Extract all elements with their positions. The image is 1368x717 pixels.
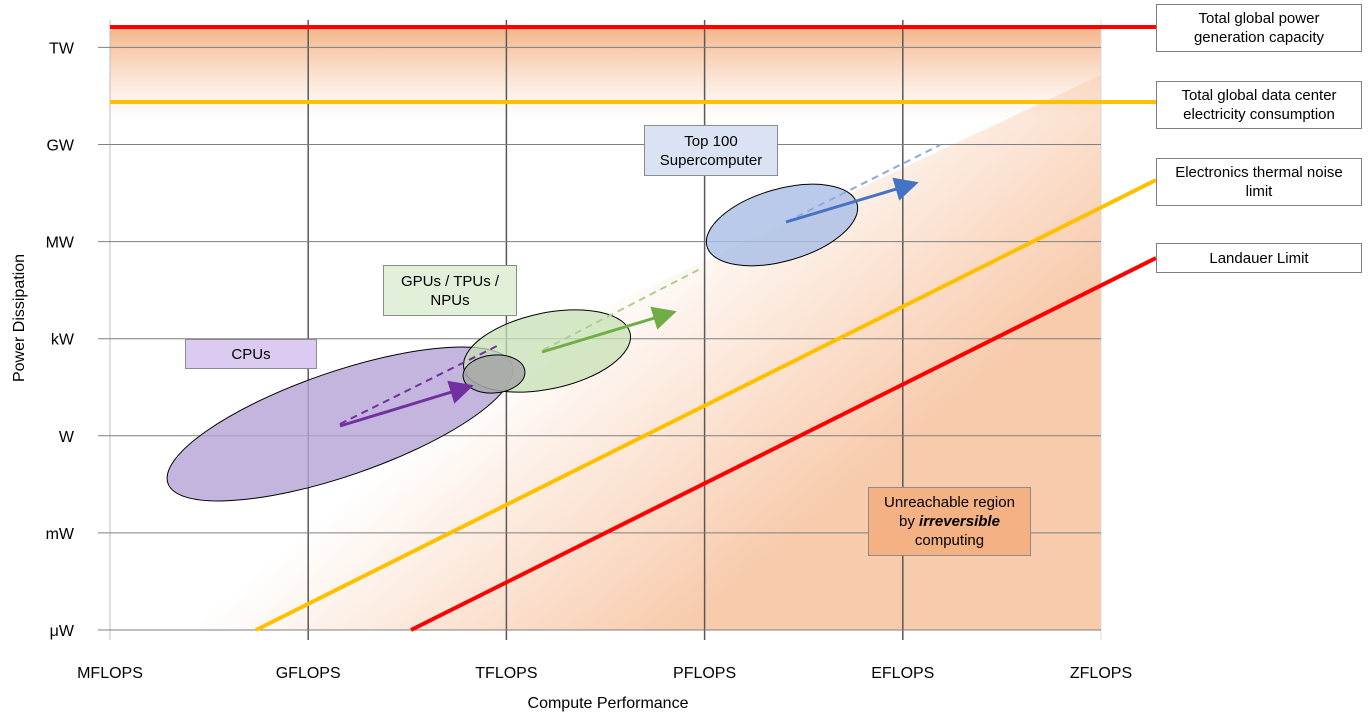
y-tick-label: MW [46, 235, 75, 252]
x-tick-label: GFLOPS [276, 665, 341, 682]
y-tick-labels: μW mW WkW MW GW TW [46, 40, 75, 640]
x-tick-label: PFLOPS [673, 665, 736, 682]
supercomputer-trend-arrow [785, 177, 919, 224]
unreachable-emph: irreversible [919, 513, 1000, 530]
gpus-label-line2: NPUs [430, 291, 470, 309]
y-tick-label: W [59, 429, 75, 446]
gpus-trend-arrow [541, 306, 677, 354]
x-tick-label: ZFLOPS [1070, 665, 1132, 682]
supercomputer-trend-dashed [785, 144, 941, 223]
cpus-trend-dashed [339, 345, 498, 425]
supercomputer-label: Top 100 Supercomputer [644, 125, 778, 176]
supercomputer-label-line2: Supercomputer [659, 151, 763, 169]
gpus-label-line1: GPUs / TPUs / [400, 272, 500, 290]
landauer-line [410, 256, 1157, 632]
gpus-trend-dashed [542, 267, 703, 351]
y-tick-label: GW [46, 138, 74, 155]
unreachable-line1: Unreachable region [884, 494, 1015, 511]
y-tick-label: kW [51, 332, 75, 349]
y-tick-label: mW [46, 526, 75, 543]
x-tick-labels: MFLOPS GFLOPS TFLOPS PFLOPS EFLOPS ZFLOPS [77, 665, 1132, 682]
cpus-label-text: CPUs [231, 345, 271, 363]
legend-landauer: Landauer Limit [1156, 243, 1362, 273]
unreachable-line3: computing [914, 532, 985, 549]
unreachable-line2: by irreversible [884, 512, 1015, 531]
cpus-trend-arrow [339, 380, 474, 428]
legend-thermal-noise: Electronics thermal noise limit [1156, 158, 1362, 206]
x-axis-title: Compute Performance [528, 695, 689, 712]
unreachable-label: Unreachable region by irreversible compu… [868, 487, 1031, 556]
legend-data-center-line1: Total global data center [1181, 87, 1337, 104]
y-tick-label: TW [49, 40, 75, 57]
cpu-gpu-overlap [462, 354, 526, 394]
legend-power-generation: Total global power generation capacity [1156, 4, 1362, 52]
top-shade-region [110, 28, 1101, 120]
legend-power-generation-line1: Total global power [1198, 10, 1320, 27]
legend-landauer-label: Landauer Limit [1209, 249, 1309, 267]
thermal-noise-line [255, 178, 1157, 632]
x-tick-label: EFLOPS [871, 665, 934, 682]
x-tick-label: MFLOPS [77, 665, 143, 682]
y-axis-title: Power Dissipation [11, 254, 28, 382]
legend-thermal-noise-line2: limit [1245, 183, 1273, 200]
legend-data-center-line2: electricity consumption [1183, 106, 1335, 123]
legend-thermal-noise-line1: Electronics thermal noise [1175, 164, 1343, 181]
y-tick-label: μW [50, 623, 75, 640]
unreachable-by: by [899, 513, 915, 530]
cpus-label: CPUs [185, 339, 317, 369]
legend-power-generation-line2: generation capacity [1193, 29, 1325, 46]
legend-data-center: Total global data center electricity con… [1156, 81, 1362, 129]
x-tick-label: TFLOPS [475, 665, 537, 682]
gpus-label: GPUs / TPUs / NPUs [383, 265, 517, 316]
supercomputer-label-line1: Top 100 [684, 132, 738, 150]
